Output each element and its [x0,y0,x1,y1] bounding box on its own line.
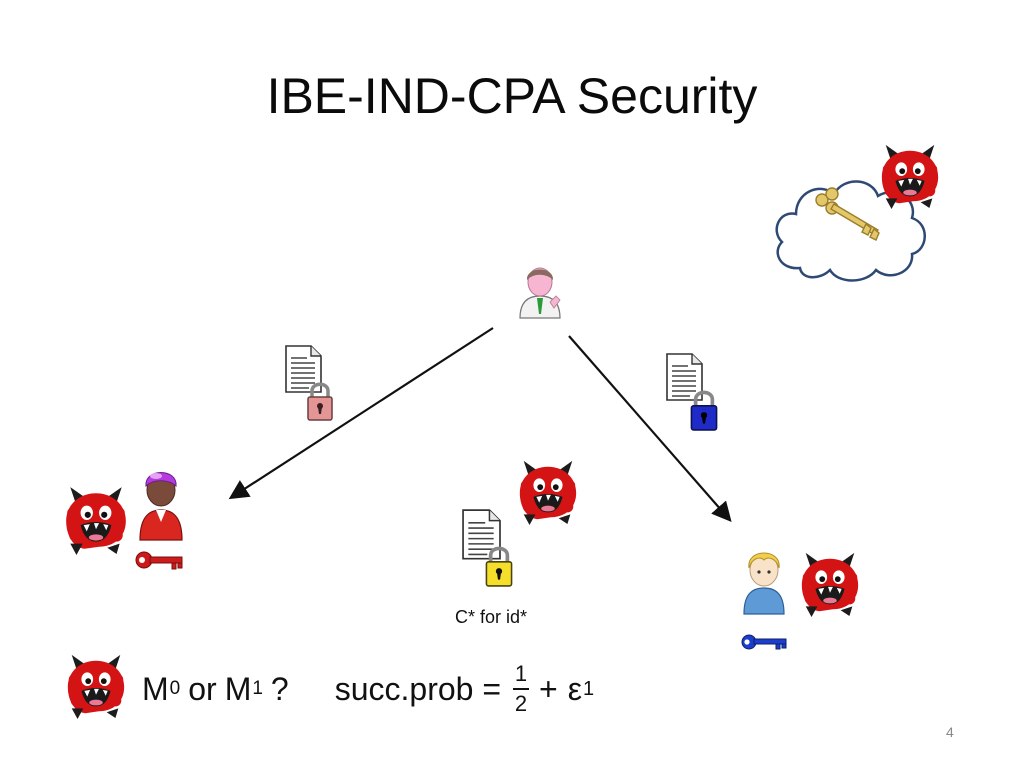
plus-sign: + [539,671,558,707]
master-key-icon [815,187,880,241]
message-m1: M [224,671,252,707]
key-icon-blue [741,634,787,650]
challenger-user-icon [519,267,561,319]
message-m0: M [142,671,169,707]
fraction-numerator: 1 [514,661,528,686]
arrow-to-right-user [568,335,732,522]
devil-icon-left [60,484,132,556]
one-half-fraction: 1 2 [513,661,530,716]
fraction-denominator: 2 [514,691,528,716]
or-word: or [188,671,217,707]
lock-icon-blue [690,390,718,431]
key-icon-red [135,551,183,570]
right-user-icon [743,552,785,615]
devil-icon-center [514,458,582,526]
lock-icon-pink [307,382,333,421]
question-mark: ? [270,671,289,707]
slide-title: IBE-IND-CPA Security [266,68,758,124]
devil-icon-right [796,550,864,618]
devil-icon-bottom [62,652,130,720]
left-user-icon [139,472,183,541]
success-probability-label: succ.prob = [334,671,502,707]
m0-superscript: 0 [169,678,181,699]
epsilon-subscript: 1 [582,678,595,700]
m1-superscript: 1 [252,678,263,699]
page-number: 4 [946,724,954,740]
epsilon: ε [567,671,582,707]
arrow-to-left-user [228,327,494,500]
challenge-caption: C* for id* [454,607,528,627]
lock-icon-yellow [485,546,513,587]
devil-icon-cloud [876,142,944,210]
